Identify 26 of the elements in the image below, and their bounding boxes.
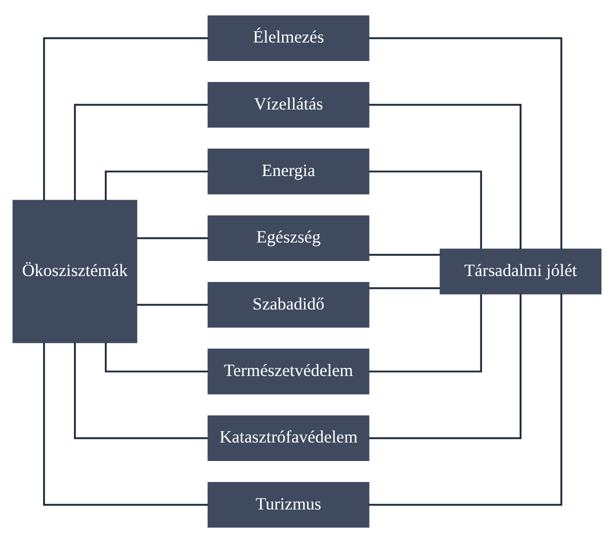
node-box: Élelmezés — [208, 15, 370, 61]
connector — [136, 237, 208, 240]
connector — [104, 342, 208, 372]
node-box: Turizmus — [208, 482, 370, 528]
node-box: Energia — [208, 148, 370, 194]
node-box: Ökoszisztémák — [12, 200, 138, 344]
node-box: Természetvédelem — [208, 348, 370, 394]
connector — [104, 170, 208, 200]
connector — [369, 287, 440, 290]
connector — [136, 304, 208, 306]
connector — [369, 170, 482, 249]
connector — [368, 37, 562, 250]
connector — [369, 294, 522, 440]
node-box: Katasztrófavédelem — [208, 415, 370, 462]
connector — [43, 342, 208, 506]
connector — [43, 37, 208, 200]
connector — [368, 294, 562, 506]
node-box: Társadalmi jólét — [440, 248, 602, 294]
connector — [369, 254, 440, 256]
node-box: Egészség — [208, 215, 370, 261]
connector — [74, 342, 208, 440]
node-box: Vízellátás — [208, 82, 370, 128]
connector — [74, 104, 208, 200]
connector — [369, 104, 522, 250]
connector — [369, 294, 482, 372]
node-box: Szabadidő — [208, 282, 370, 328]
